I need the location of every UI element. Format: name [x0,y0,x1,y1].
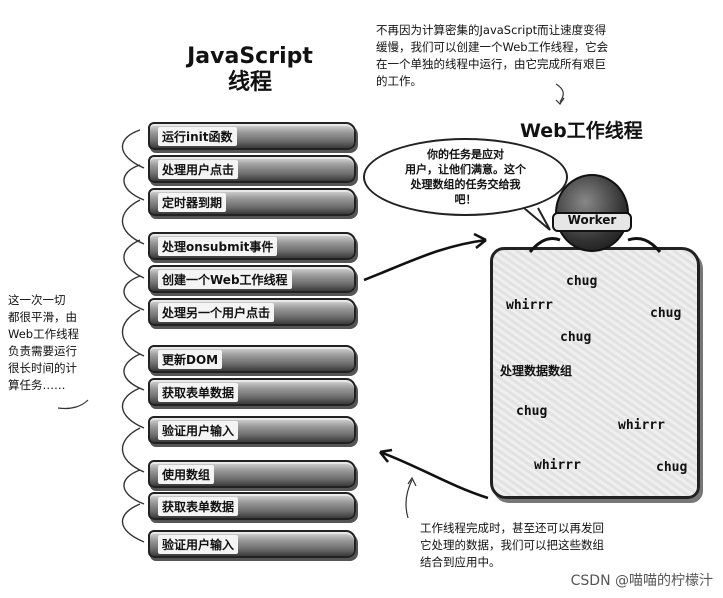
sound-chug: chug [516,404,548,419]
note-line: 都很平滑，由 [8,310,77,324]
watermark: CSDN @喵喵的柠檬汁 [570,573,713,589]
main-thread-title-line2: 线程 [227,70,272,95]
task-label: 验证用户输入 [158,534,239,554]
task-slab: 处理用户点击 [148,155,356,183]
connector-arrow [121,129,145,169]
task-label: 获取表单数据 [158,496,239,516]
note-pointer [555,83,564,103]
task-slab: 更新DOM [148,345,356,373]
task-slab: 定时器到期 [148,188,356,216]
sound-chug: chug [650,306,682,321]
worker-box [490,247,700,499]
connector-arrow [123,164,145,201]
task-label: 运行init函数 [158,126,237,146]
connector-arrow [123,469,145,505]
helmet-band [552,212,632,232]
task-slab: 验证用户输入 [148,530,356,558]
task-label: 更新DOM [158,349,223,369]
note-line: 结合到应用中。 [420,555,501,569]
speech-line: 用户，让他们满意。这个 [405,163,526,176]
note-line: 这一次一切 [8,293,66,307]
task-label: 创建一个Web工作线程 [158,269,292,289]
helmet-label: Worker [567,213,617,227]
note-line: 负责需要运行 [8,344,77,358]
connector-arrow [121,387,145,429]
connector-arrow [123,239,145,279]
note-line: Web工作线程 [8,327,80,341]
task-slab: 获取表单数据 [148,492,356,520]
task-slab: 创建一个Web工作线程 [148,265,356,293]
note-line: 缓慢，我们可以创建一个Web工作线程，它会 [376,40,609,54]
task-slab: 验证用户输入 [148,416,356,444]
worker-arms-icon [528,237,662,253]
task-slab: 获取表单数据 [148,378,356,406]
connector-arrow [121,309,145,357]
task-label: 处理onsubmit事件 [158,236,278,256]
note-pointer [57,399,89,410]
worker-title: Web工作线程 [520,120,643,142]
task-slab: 处理另一个用户点击 [148,298,356,326]
worker-task-label: 处理数据数组 [500,364,573,378]
main-thread-title: JavaScript 线程 [180,44,320,96]
speech-text: 你的任务是应对 用户，让他们满意。这个 处理数组的任务交给我 吧！ [405,147,526,207]
main-thread-title-line1: JavaScript [187,44,313,69]
connector-arrow [121,503,145,543]
note-left: 这一次一切 都很平滑，由 Web工作线程 负责需要运行 很长时间的计 算任务…… [8,292,108,394]
task-label: 使用数组 [158,464,215,484]
connector-arrow [121,427,145,473]
connector-arrow [123,353,145,391]
speech-tail [523,207,551,231]
task-slab: 运行init函数 [148,122,356,150]
create-worker-arrow [363,238,487,282]
speech-line: 吧！ [454,193,477,206]
worker-speech-bubble: 你的任务是应对 用户，让他们满意。这个 处理数组的任务交给我 吧！ [363,138,568,216]
note-line: 在一个单独的线程中运行，由它完成所有艰巨 [376,57,606,71]
note-line: 算任务…… [8,378,66,392]
task-label: 获取表单数据 [158,382,239,402]
task-label: 验证用户输入 [158,420,239,440]
sound-whirrr: whirrr [618,418,665,433]
sound-chug: chug [656,460,688,475]
connector-arrow [123,275,145,311]
task-label: 处理另一个用户点击 [158,302,275,322]
note-line: 不再因为计算密集的JavaScript而让速度变得 [376,23,607,37]
note-bottom-right: 工作线程完成时，甚至还可以再发回 它处理的数据，我们可以把这些数组 结合到应用中… [420,520,660,571]
note-line: 工作线程完成时，甚至还可以再发回 [420,521,604,535]
connector-arrow [121,199,145,245]
sound-whirrr: whirrr [506,298,553,313]
note-line: 的工作。 [376,74,422,88]
task-slab: 使用数组 [148,460,356,488]
sound-chug: chug [566,274,598,289]
sound-whirrr: whirrr [534,458,581,473]
task-label: 处理用户点击 [158,159,239,179]
sound-chug: chug [560,330,592,345]
note-line: 很长时间的计 [8,361,77,375]
return-data-arrow [379,450,489,500]
speech-line: 你的任务是应对 [427,148,504,161]
task-label: 定时器到期 [158,192,227,212]
speech-line: 处理数组的任务交给我 [410,178,521,191]
note-line: 它处理的数据，我们可以把这些数组 [420,538,604,552]
task-slab: 处理onsubmit事件 [148,232,356,260]
note-pointer [405,479,413,519]
note-top-right: 不再因为计算密集的JavaScript而让速度变得 缓慢，我们可以创建一个Web… [376,22,706,90]
